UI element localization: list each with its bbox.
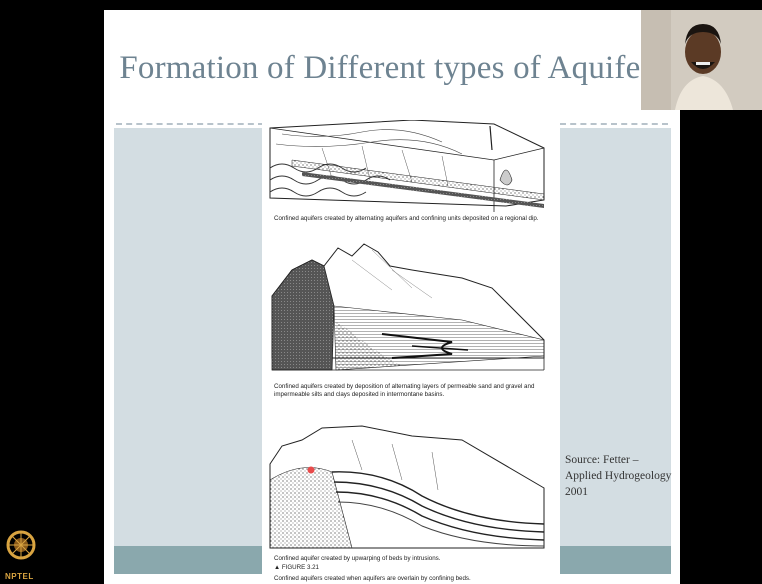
right-footer-bar	[560, 546, 671, 574]
diagram-regional-dip	[270, 120, 544, 212]
caption-2b: impermeable silts and clays deposited in…	[274, 391, 445, 398]
figure-number: ▲ FIGURE 3.21	[274, 564, 320, 571]
source-line-2: Applied Hydrogeology	[565, 468, 677, 484]
left-panel	[114, 128, 264, 555]
presenter-webcam	[641, 10, 762, 110]
presenter-video	[641, 10, 762, 110]
nptel-emblem-icon	[4, 523, 38, 573]
nptel-logo-text: NPTEL	[5, 572, 34, 581]
aquifer-diagrams: Confined aquifers created by alternating…	[262, 120, 556, 574]
source-citation: Source: Fetter – Applied Hydrogeology 20…	[565, 452, 677, 500]
left-footer-bar	[114, 546, 264, 574]
slide-title: Formation of Different types of Aquifers	[104, 50, 680, 87]
source-line-1: Source: Fetter –	[565, 452, 677, 468]
caption-3: Confined aquifer created by upwarping of…	[274, 555, 441, 562]
diagram-intermontane-basin	[272, 244, 544, 370]
title-divider-left	[116, 123, 264, 125]
aquifer-figure: Confined aquifers created by alternating…	[262, 120, 556, 574]
source-line-3: 2001	[565, 484, 677, 500]
figure-caption: Confined aquifers created when aquifers …	[274, 575, 471, 583]
caption-1: Confined aquifers created by alternating…	[274, 215, 539, 222]
title-divider-right	[560, 123, 668, 125]
caption-2a: Confined aquifers created by deposition …	[274, 383, 535, 390]
pointer-dot	[308, 467, 315, 474]
diagram-intrusion-upwarp	[270, 426, 544, 548]
